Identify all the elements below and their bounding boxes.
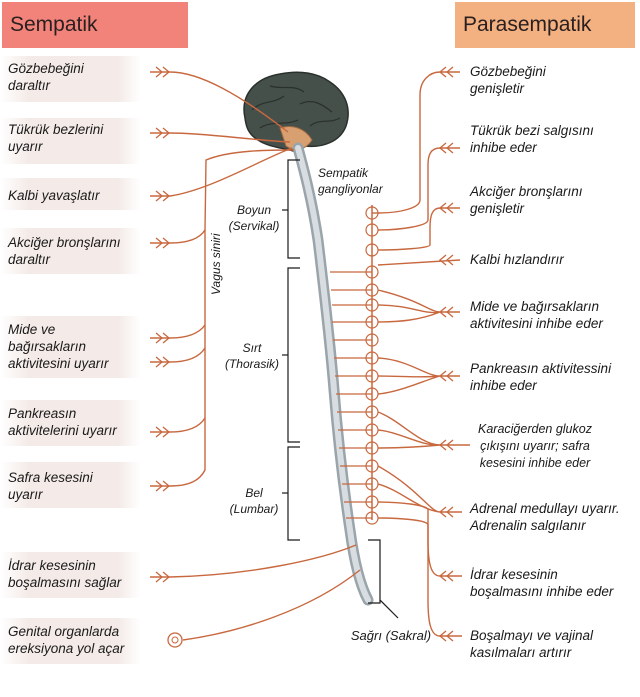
left-label-genital: Genital organlarda ereksiyona yol açar	[8, 624, 125, 656]
left-label-gallbladder: Safra kesesini uyarır	[8, 470, 93, 502]
sympathetic-header-text: Sempatik	[10, 13, 98, 36]
vagus-nerve-label: Vagus siniri	[209, 233, 223, 295]
right-label-adrenal: Adrenal medullayı uyarır. Adrenalin salg…	[470, 501, 620, 533]
left-label-pupil: Gözbebeğini daraltır	[8, 61, 84, 93]
genital-ganglion	[167, 632, 183, 648]
left-arrowheads	[155, 66, 171, 583]
left-label-bladder: İdrar kesesinin boşalmasını sağlar	[8, 558, 122, 590]
label-band	[0, 178, 140, 210]
sympathetic-ganglia-label: Sempatik gangliyonlar	[318, 166, 383, 196]
right-label-genital: Boşalmayı ve vajinal kasılmaları artırır	[470, 628, 594, 660]
label-band	[0, 552, 140, 598]
right-label-salivary: Tükrük bezi salgısını inhibe eder	[470, 123, 594, 155]
left-label-salivary: Tükrük bezlerini uyarır	[8, 122, 104, 154]
right-label-bronchi: Akciğer bronşlarını genişletir	[470, 184, 583, 216]
right-nerves	[372, 71, 470, 637]
label-band	[0, 228, 140, 274]
right-arrowheads	[438, 66, 454, 642]
right-label-pancreas: Pankreasın aktivitessini inhibe eder	[470, 361, 612, 393]
region-thoracic: Sırt (Thorasik)	[224, 341, 279, 371]
right-label-stomach: Mide ve bağırsakların aktivitesini inhib…	[470, 299, 603, 331]
region-sacral: Sağrı (Sakral)	[350, 628, 432, 643]
label-band	[0, 462, 140, 508]
region-cervical: Boyun (Servikal)	[228, 203, 280, 233]
label-band	[0, 118, 140, 164]
right-label-bladder: İdrar kesesinin boşalmasını inhibe eder	[470, 567, 614, 599]
left-label-stomach: Mide ve bağırsakların aktivitesini uyarı…	[8, 322, 109, 371]
right-label-pupil: Gözbebeğini genişletir	[470, 64, 546, 96]
left-label-pancreas: Pankreasın aktivitelerini uyarır	[8, 406, 117, 438]
left-label-heart: Kalbi yavaşlatır	[8, 188, 100, 203]
parasympathetic-header: Parasempatik	[455, 2, 635, 48]
label-band	[0, 56, 140, 102]
label-band	[0, 316, 140, 378]
left-label-bronchi: Akciğer bronşlarını daraltır	[8, 235, 121, 267]
label-band	[0, 618, 140, 664]
region-brackets	[282, 159, 399, 619]
region-lumbar: Bel (Lumbar)	[229, 486, 279, 516]
parasympathetic-header-text: Parasempatik	[463, 13, 592, 36]
label-band	[0, 400, 140, 446]
right-label-liver: Karaciğerden glukoz çıkışını uyarır; saf…	[478, 422, 592, 470]
left-nerves	[150, 71, 361, 641]
right-label-heart: Kalbi hızlandırır	[470, 252, 564, 267]
sympathetic-header: Sempatik	[2, 2, 188, 48]
